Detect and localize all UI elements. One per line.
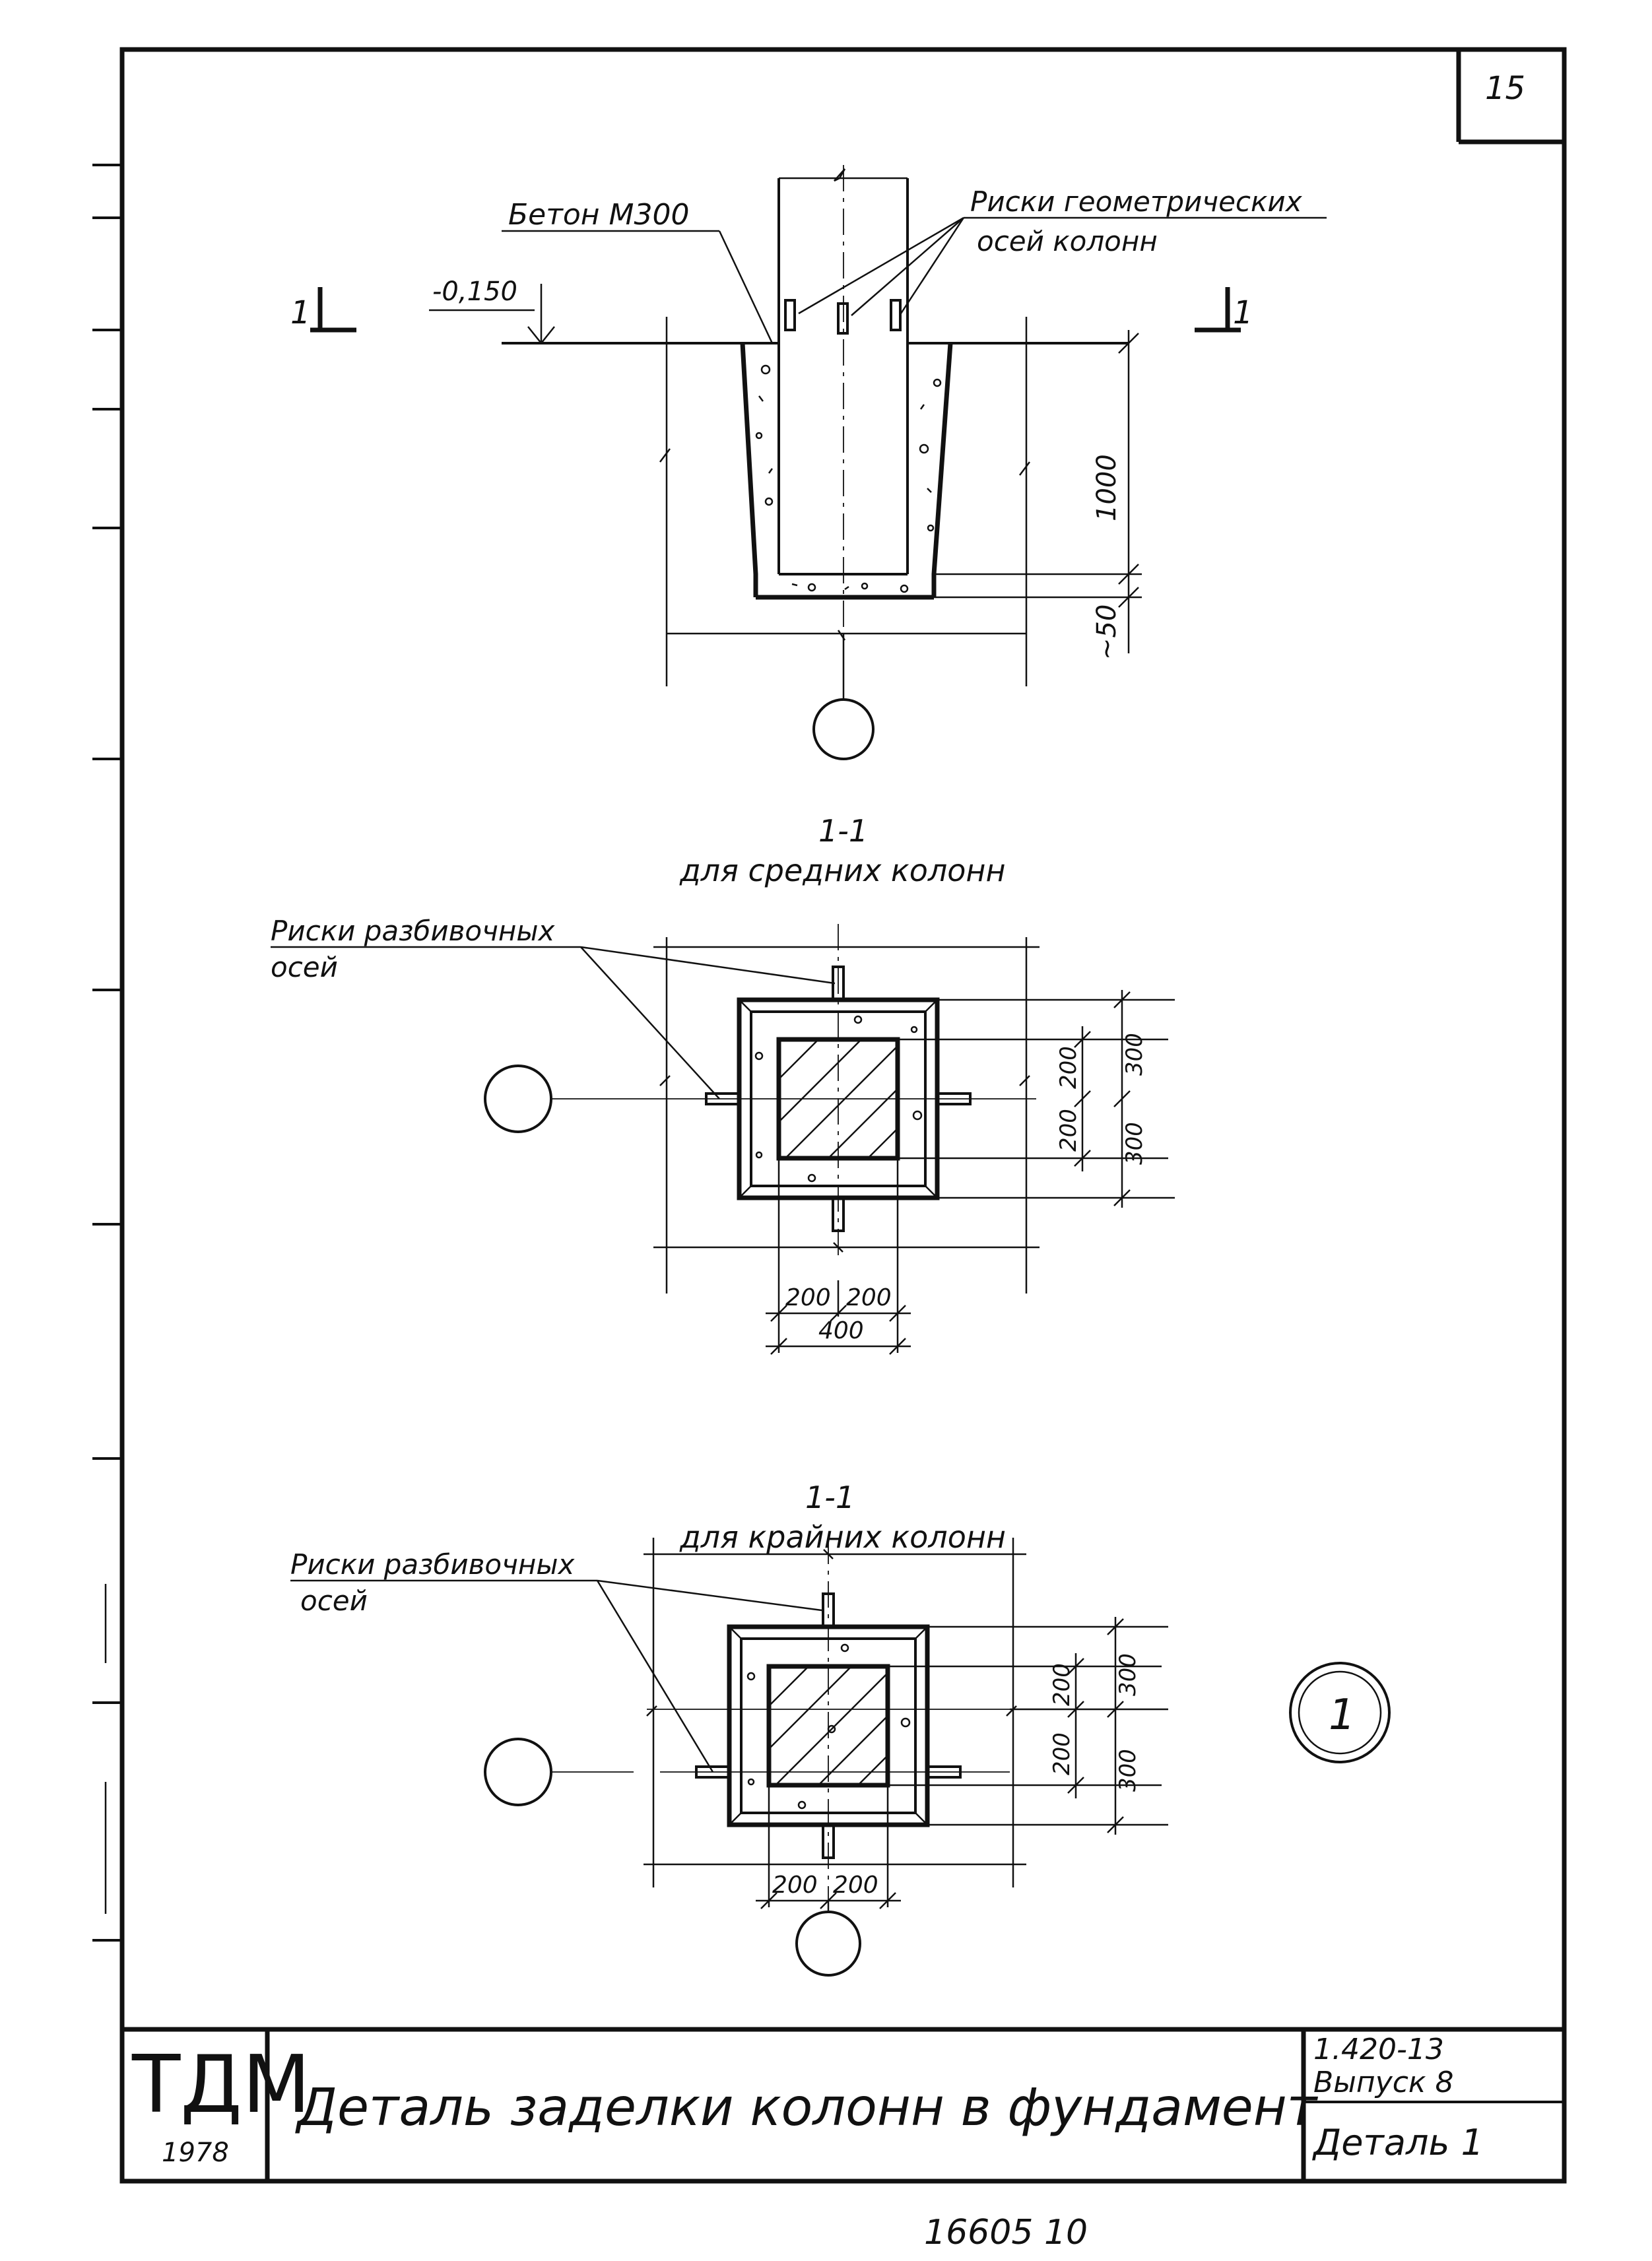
section-edge-subtitle: для крайних колонн (679, 1519, 1006, 1555)
dim-outer-bottom: 300 (1121, 1122, 1148, 1165)
dim-bottom-left: 200 (785, 1284, 831, 1311)
title-block-year: 1978 (162, 2138, 229, 2168)
edge-dim-bottom-left: 200 (772, 1872, 818, 1899)
section-edge-title: 1-1 (805, 1480, 855, 1515)
sheet-frame (92, 47, 1567, 2184)
level-mark: -0,150 (432, 277, 517, 307)
section-middle-view: 1-1 для средних колонн (271, 813, 1175, 1355)
section-edge-marks-label-1: Риски разбивочных (290, 1548, 576, 1581)
edge-dim-bottom-right: 200 (833, 1872, 878, 1899)
edge-dim-outer-bottom: 300 (1115, 1749, 1141, 1792)
edge-dim-inner-bottom: 200 (1049, 1732, 1075, 1775)
dim-bottom: ~50 (1092, 605, 1122, 660)
elevation-view: Риски геометрических осей колонн Бетон М… (290, 165, 1327, 760)
page-number-box: 15 (1456, 49, 1564, 145)
section-middle-marks-label-2: осей (271, 951, 338, 983)
section-middle-title: 1-1 (818, 813, 868, 849)
dim-bottom-total: 400 (818, 1317, 864, 1344)
section-mark-right: 1 (1195, 287, 1253, 333)
section-edge-marks-label-2: осей (300, 1585, 368, 1617)
section-mark-left: 1 (290, 287, 356, 333)
dim-bottom-right: 200 (846, 1284, 892, 1311)
title-block-org: ТДМ (131, 2039, 311, 2131)
section-edge-view: 1-1 для крайних колонн (290, 1480, 1391, 1977)
svg-text:1: 1 (290, 294, 311, 331)
title-block-issue: Выпуск 8 (1313, 2066, 1453, 2099)
title-block-series: 1.420-13 (1313, 2033, 1444, 2066)
detail-number: 1 (1329, 1691, 1356, 1740)
title-block-title: Деталь заделки колонн в фундамент (295, 2078, 1319, 2138)
detail-callout: 1 (1289, 1662, 1391, 1763)
section-middle-subtitle: для средних колонн (679, 853, 1006, 888)
dim-depth: 1000 (1092, 454, 1122, 521)
dim-inner-bottom: 200 (1055, 1109, 1082, 1152)
dim-inner-top: 200 (1055, 1046, 1082, 1089)
marks-geometric-label-2: осей колонн (977, 225, 1158, 257)
page-number: 15 (1485, 70, 1525, 107)
marks-geometric-label-1: Риски геометрических (970, 185, 1303, 218)
concrete-grade-label: Бетон М300 (508, 198, 690, 232)
edge-column-hatch (768, 1666, 888, 1786)
axis-bubble-edge-bottom (795, 1911, 861, 1977)
edge-dim-inner-top: 200 (1049, 1663, 1075, 1706)
title-block-detail: Деталь 1 (1312, 2122, 1484, 2163)
svg-text:1: 1 (1233, 294, 1253, 331)
edge-dim-outer-top: 300 (1115, 1653, 1141, 1696)
grout-hatch (754, 1015, 923, 1183)
concrete-fill-hatch (755, 364, 942, 593)
dim-outer-top: 300 (1121, 1033, 1148, 1076)
axis-bubble-elevation (812, 698, 875, 760)
section-middle-marks-label-1: Риски разбивочных (271, 915, 556, 947)
archive-stamp: 16605 10 (924, 2213, 1088, 2252)
title-block: ТДМ 1978 Деталь заделки колонн в фундаме… (122, 2027, 1564, 2181)
axis-bubble-edge-left (484, 1738, 552, 1806)
axis-bubble-middle (484, 1065, 552, 1133)
column-hatch (778, 1039, 898, 1159)
